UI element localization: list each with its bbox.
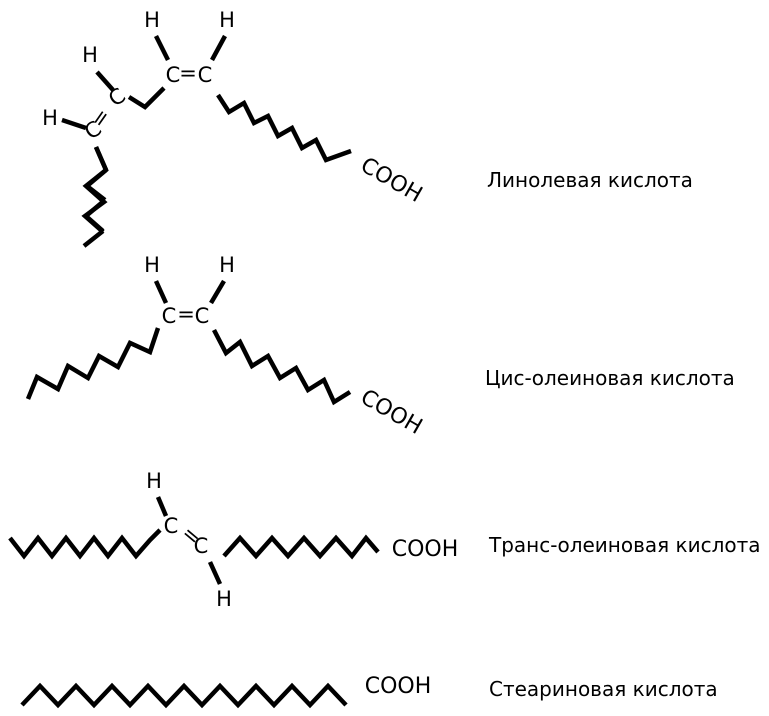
cis-ch-bond-1 (153, 280, 169, 304)
stearic-cooh: COOH (365, 674, 432, 699)
trans-cooh: COOH (392, 537, 459, 562)
trans-h-1: H (146, 469, 162, 493)
linoleic-ch-bond-4 (61, 117, 87, 131)
trans-carboxyl-chain (222, 534, 380, 560)
cis-c-1: C (162, 304, 177, 328)
cis-c-2: C (195, 304, 210, 328)
stearic-acid-label: Стеариновая кислота (489, 677, 718, 701)
cis-double-bond: = (177, 302, 195, 326)
linoleic-tail-b4 (84, 198, 107, 218)
linoleic-carboxyl-chain (216, 93, 352, 163)
linoleic-tail-b1 (93, 146, 109, 171)
linoleic-ch-bond-3 (95, 70, 115, 92)
linoleic-c-1: C (166, 63, 181, 87)
linoleic-ch-bond-2 (210, 34, 227, 62)
linoleic-h-3: H (82, 43, 98, 67)
linoleic-link-bond (127, 86, 166, 110)
trans-alkyl-chain (8, 528, 162, 560)
linoleic-acid-label: Линолевая кислота (487, 168, 693, 192)
cis-cooh: COOH (356, 385, 426, 440)
trans-ch-bond-2 (207, 561, 223, 585)
linoleic-tail-b6 (82, 229, 105, 248)
cis-ch-bond-2 (209, 279, 226, 305)
linoleic-h-1: H (144, 8, 160, 32)
linoleic-c-2: C (198, 63, 213, 87)
trans-ch-bond-1 (155, 496, 169, 517)
cis-alkyl-chain (25, 327, 161, 400)
stearic-chain (20, 682, 348, 709)
cis-h-2: H (219, 253, 235, 277)
linoleic-tail-b3 (85, 184, 107, 202)
cis-h-1: H (144, 253, 160, 277)
trans-c-1: C (164, 514, 179, 538)
trans-oleic-acid-label: Транс-олеиновая кислота (489, 533, 761, 557)
trans-c-2: C (194, 534, 209, 558)
linoleic-h-4: H (42, 106, 58, 130)
trans-h-2: H (216, 587, 232, 611)
linoleic-double-bond-1: = (179, 61, 197, 85)
linoleic-ch-bond-1 (153, 34, 171, 62)
cis-carboxyl-chain (212, 328, 352, 406)
linoleic-tail-b5 (84, 214, 105, 233)
linoleic-cooh: COOH (356, 153, 426, 208)
cis-oleic-acid-label: Цис-олеиновая кислота (485, 366, 735, 390)
linoleic-h-2: H (219, 8, 235, 32)
linoleic-tail-b2 (85, 168, 108, 188)
